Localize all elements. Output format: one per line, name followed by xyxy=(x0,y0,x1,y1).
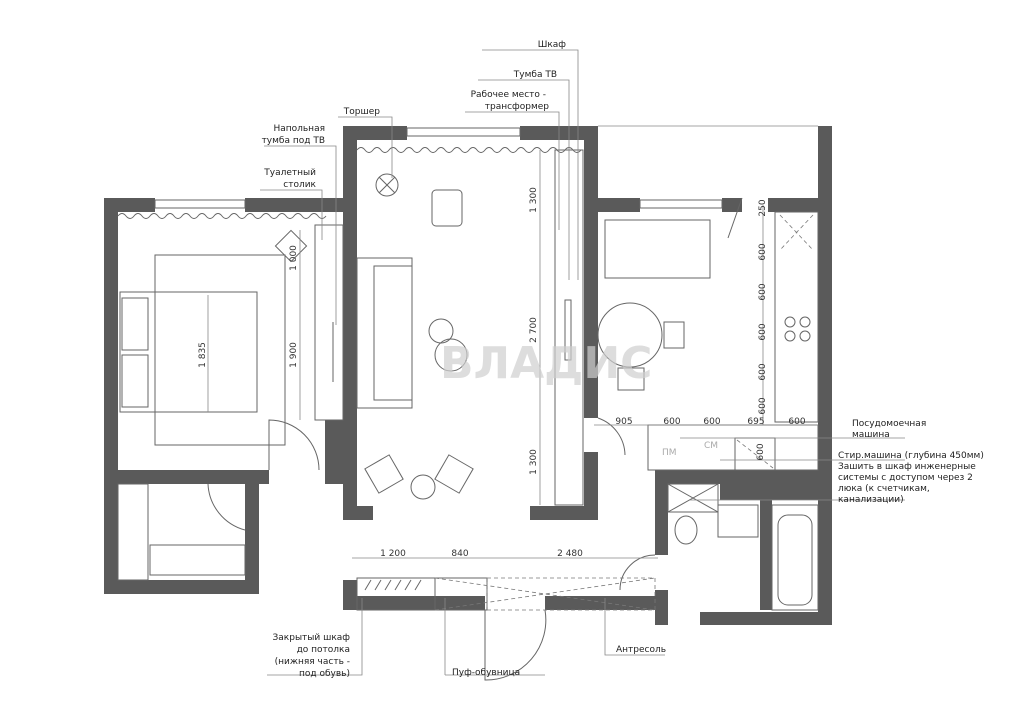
label-closed-wardrobe-2: до потолка xyxy=(297,645,350,655)
label-closed-wardrobe-1: Закрытый шкаф xyxy=(273,633,351,643)
dim-kitchen-v3: 600 xyxy=(758,323,768,340)
tv-stand-floor xyxy=(314,224,344,421)
dim-kitchen-h1: 905 xyxy=(615,417,632,427)
kitchen-furniture xyxy=(597,211,819,471)
dim-living-1300-bottom: 1 300 xyxy=(529,449,539,475)
doors xyxy=(207,197,743,681)
dim-kitchen-v5: 600 xyxy=(758,397,768,414)
curtain xyxy=(117,213,327,219)
label-shoe-bench: Пуф-обувница xyxy=(452,668,520,678)
dim-bedroom-1900: 1 900 xyxy=(289,342,299,368)
label-dressing-table-1: Туалетный xyxy=(263,168,316,178)
label-utilities-2: системы с доступом через 2 xyxy=(838,473,973,483)
label-dishwasher-2: машина xyxy=(852,430,890,440)
hall-storage xyxy=(356,577,656,611)
label-tv-stand: Тумба ТВ xyxy=(513,70,557,80)
label-wardrobe: Шкаф xyxy=(538,40,567,50)
label-dressing-table-2: столик xyxy=(283,180,316,190)
label-pm: ПМ xyxy=(662,448,677,458)
bathroom-fixtures xyxy=(667,483,819,611)
living-furniture xyxy=(356,149,584,506)
dim-kitchen-250: 250 xyxy=(758,199,768,216)
label-utilities-4: канализации) xyxy=(838,495,904,505)
dim-kitchen-h5: 600 xyxy=(788,417,805,427)
label-utilities-3: люка (к счетчикам, xyxy=(838,484,930,494)
watermark: ВЛАДИС xyxy=(440,338,652,389)
bed xyxy=(119,254,286,446)
dim-kitchen-v2: 600 xyxy=(758,283,768,300)
curtain xyxy=(356,147,582,153)
dim-kitchen-v1: 600 xyxy=(758,243,768,260)
dim-kitchen-h4: 695 xyxy=(747,417,764,427)
bedroom-wardrobe xyxy=(117,483,246,581)
dim-hall-2480: 2 480 xyxy=(557,549,583,559)
label-workplace-1: Рабочее место - xyxy=(471,90,546,100)
dim-washer-600: 600 xyxy=(756,443,766,460)
label-workplace-2: трансформер xyxy=(485,102,550,112)
label-utilities-1: Зашить в шкаф инженерные xyxy=(838,462,976,472)
dim-kitchen-h3: 600 xyxy=(703,417,720,427)
dim-bedroom-1000: 1 000 xyxy=(289,245,299,271)
dim-living-2700: 2 700 xyxy=(529,317,539,343)
label-closed-wardrobe-3: (нижняя часть - xyxy=(275,657,350,667)
label-sm: СМ xyxy=(704,441,718,451)
dressing-chair xyxy=(274,229,308,263)
label-floor-lamp: Торшер xyxy=(343,107,380,117)
label-closed-wardrobe-4: под обувь) xyxy=(299,669,350,679)
dim-living-1300-top: 1 300 xyxy=(529,187,539,213)
label-floor-tv-stand-2: тумба под ТВ xyxy=(262,136,325,146)
dim-kitchen-h2: 600 xyxy=(663,417,680,427)
label-floor-tv-stand-1: Напольная xyxy=(273,124,325,134)
windows xyxy=(154,127,723,209)
walls xyxy=(104,125,832,625)
dimension-lines xyxy=(207,150,818,559)
dim-bed-1835: 1 835 xyxy=(198,342,208,368)
dim-hall-1200: 1 200 xyxy=(380,549,406,559)
label-washer: Стир.машина (глубина 450мм) xyxy=(838,451,984,461)
label-mezzanine: Антресоль xyxy=(616,645,666,655)
leader-lines xyxy=(260,49,905,676)
dim-hall-840: 840 xyxy=(451,549,468,559)
dim-kitchen-v4: 600 xyxy=(758,363,768,380)
label-dishwasher-1: Посудомоечная xyxy=(852,419,926,429)
